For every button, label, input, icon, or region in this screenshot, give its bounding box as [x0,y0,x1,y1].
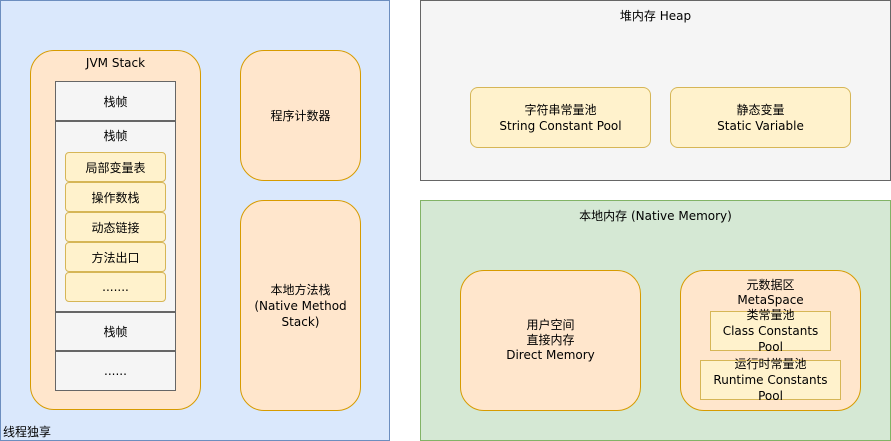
metaspace-line1: 元数据区 [746,278,795,292]
program-counter-box: 程序计数器 [240,50,361,181]
runtime-constants-pool-box: 运行时常量池 Runtime Constants Pool [700,357,841,403]
program-counter-label: 程序计数器 [270,109,331,123]
static-variable-line1: 静态变量 [736,102,785,117]
stack-frame-label: ...... [104,364,127,378]
stack-frame-label: 栈帧 [103,94,128,109]
frame-item-label: 操作数栈 [91,190,140,205]
static-variable-box: 静态变量 Static Variable [670,87,851,148]
jvm-stack-title: JVM Stack [85,56,146,70]
frame-item-return-address: 方法出口 [65,242,166,272]
frame-item-label: ....... [102,280,129,294]
string-pool-line1: 字符串常量池 [524,102,597,117]
direct-memory-line1: 用户空间 [526,318,575,332]
frame-item-label: 局部变量表 [85,160,146,175]
direct-memory-line2: 直接内存 [526,333,575,347]
frame-item-label: 方法出口 [91,250,140,265]
frame-item-dynamic-linking: 动态链接 [65,212,166,242]
stack-frame-label: 栈帧 [103,129,128,143]
native-method-stack-line2: (Native Method [254,298,347,313]
thread-private-label: 线程独享 [3,425,52,439]
stack-frame-1: 栈帧 [55,81,176,121]
direct-memory-box: 用户空间 直接内存 Direct Memory [460,270,641,411]
stack-frame-3: 栈帧 [55,312,176,351]
string-constant-pool-box: 字符串常量池 String Constant Pool [470,87,651,148]
native-method-stack-line1: 本地方法栈 [270,282,331,297]
direct-memory-line3: Direct Memory [506,348,595,362]
frame-item-operand-stack: 操作数栈 [65,182,166,212]
class-pool-line1: 类常量池 [746,308,795,322]
class-constants-pool-box: 类常量池 Class Constants Pool [710,308,831,354]
stack-frame-label: 栈帧 [103,325,128,339]
frame-item-local-variables: 局部变量表 [65,152,166,182]
string-pool-line2: String Constant Pool [499,118,622,133]
static-variable-line2: Static Variable [717,118,804,133]
stack-frame-ellipsis: ...... [55,351,176,391]
native-method-stack-box: 本地方法栈 (Native Method Stack) [240,200,361,411]
metaspace-line2: MetaSpace [737,293,804,307]
native-memory-title: 本地内存 (Native Memory) [579,209,732,223]
runtime-pool-line1: 运行时常量池 [734,357,807,371]
frame-item-ellipsis: ....... [65,272,166,302]
heap-title: 堆内存 Heap [619,9,692,23]
metaspace-title: 元数据区 MetaSpace [680,278,861,308]
frame-item-label: 动态链接 [91,220,140,235]
class-pool-line2: Class Constants Pool [722,324,819,354]
native-method-stack-line3: Stack) [281,314,320,329]
runtime-pool-line2: Runtime Constants Pool [713,373,828,403]
